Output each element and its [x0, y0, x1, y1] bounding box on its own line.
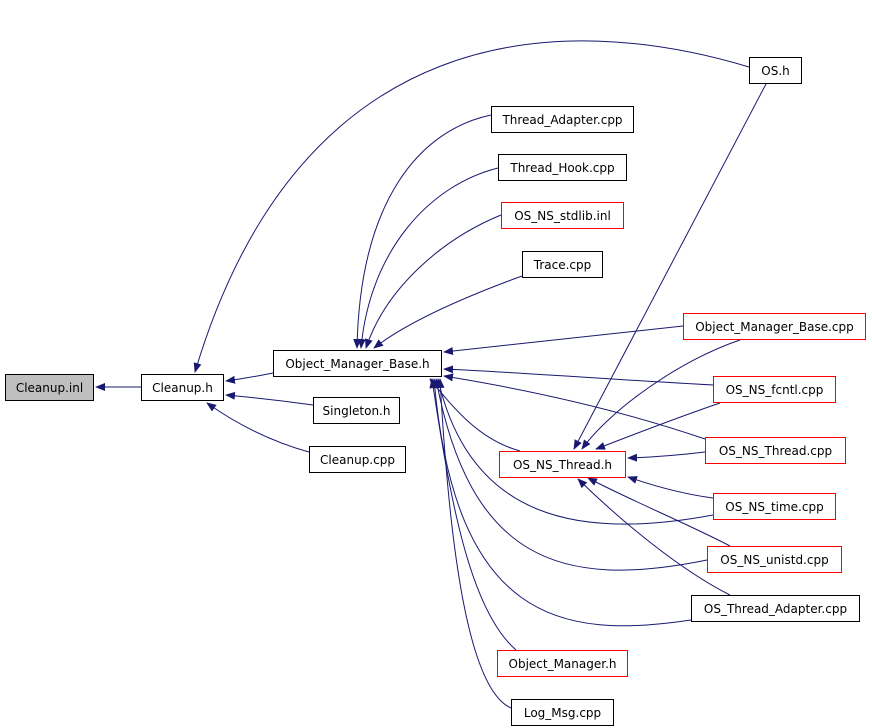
node-os-ns-time-cpp[interactable]: OS_NS_time.cpp — [713, 493, 836, 520]
edge-thread-hook-cpp-to-object-manager-base-h — [357, 167, 499, 349]
edge-object-manager-base-cpp-to-object-manager-base-h — [443, 325, 684, 356]
edge-thread-adapter-cpp-to-object-manager-base-h — [353, 114, 492, 349]
node-os-h[interactable]: OS.h — [749, 57, 802, 84]
edge-object-manager-h-to-object-manager-base-h — [429, 378, 517, 651]
edge-trace-cpp-to-object-manager-base-h — [373, 275, 523, 349]
node-object-manager-base-h[interactable]: Object_Manager_Base.h — [273, 350, 442, 377]
edge-object-manager-base-h-to-cleanup-h — [225, 372, 274, 384]
edge-os-ns-fcntl-cpp-to-object-manager-base-h — [443, 365, 714, 386]
edge-log-msg-cpp-to-object-manager-base-h — [436, 378, 512, 709]
edge-os-ns-fcntl-cpp-to-os-ns-thread-h — [595, 402, 721, 450]
edge-os-ns-thread-cpp-to-object-manager-base-h — [443, 373, 706, 440]
node-cleanup-cpp[interactable]: Cleanup.cpp — [309, 446, 406, 473]
node-os-thread-adapter-cpp[interactable]: OS_Thread_Adapter.cpp — [691, 595, 860, 622]
edge-os-ns-time-cpp-to-object-manager-base-h — [436, 378, 714, 525]
node-thread-hook-cpp[interactable]: Thread_Hook.cpp — [498, 154, 627, 181]
node-log-msg-cpp[interactable]: Log_Msg.cpp — [511, 699, 614, 726]
edge-os-ns-time-cpp-to-os-ns-thread-h — [627, 476, 714, 499]
node-object-manager-h[interactable]: Object_Manager.h — [497, 650, 628, 677]
edge-cleanup-cpp-to-cleanup-h — [206, 402, 310, 453]
node-os-ns-unistd-cpp[interactable]: OS_NS_unistd.cpp — [707, 546, 842, 573]
node-os-ns-thread-cpp[interactable]: OS_NS_Thread.cpp — [705, 437, 846, 464]
edge-os-h-to-cleanup-h — [193, 40, 750, 373]
node-cleanup-inl: Cleanup.inl — [5, 374, 94, 401]
node-thread-adapter-cpp[interactable]: Thread_Adapter.cpp — [491, 106, 634, 133]
edge-singleton-h-to-cleanup-h — [225, 391, 314, 406]
edge-os-ns-thread-cpp-to-os-ns-thread-h — [627, 451, 706, 462]
edge-os-ns-stdlib-inl-to-object-manager-base-h — [365, 214, 502, 349]
node-os-ns-thread-h[interactable]: OS_NS_Thread.h — [499, 451, 626, 478]
node-trace-cpp[interactable]: Trace.cpp — [522, 251, 603, 278]
node-os-ns-stdlib-inl[interactable]: OS_NS_stdlib.inl — [501, 202, 624, 229]
edge-os-thread-adapter-cpp-to-object-manager-base-h — [430, 378, 692, 627]
edge-os-ns-unistd-cpp-to-os-ns-thread-h — [587, 477, 731, 547]
node-singleton-h[interactable]: Singleton.h — [313, 397, 400, 424]
edge-object-manager-base-cpp-to-os-ns-thread-h — [581, 339, 741, 450]
edge-os-ns-unistd-cpp-to-object-manager-base-h — [433, 378, 708, 571]
node-cleanup-h[interactable]: Cleanup.h — [141, 374, 224, 401]
edge-os-h-to-os-ns-thread-h — [573, 83, 767, 450]
edge-os-thread-adapter-cpp-to-os-ns-thread-h — [577, 478, 731, 596]
node-object-manager-base-cpp[interactable]: Object_Manager_Base.cpp — [683, 313, 866, 340]
node-os-ns-fcntl-cpp[interactable]: OS_NS_fcntl.cpp — [713, 376, 836, 403]
